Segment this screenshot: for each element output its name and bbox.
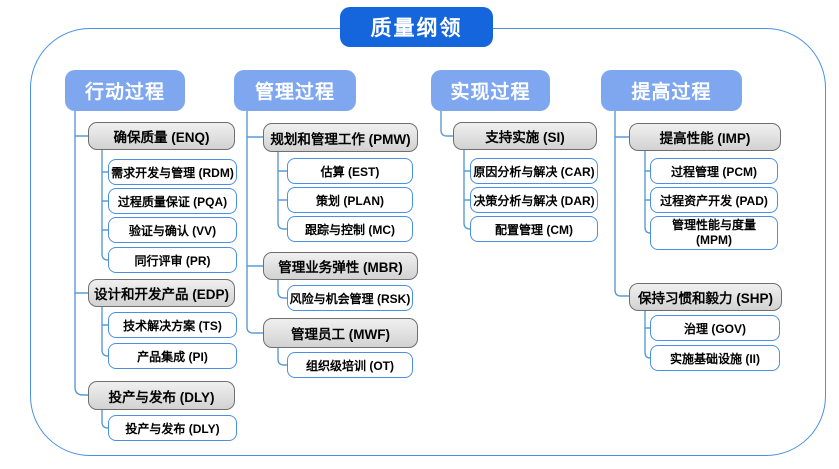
- process-box-gov: 治理 (GOV): [650, 315, 780, 341]
- column-header-action-process: 行动过程: [65, 70, 185, 111]
- group-box-edp: 设计和开发产品 (EDP): [88, 279, 235, 307]
- group-box-mwf: 管理员工 (MWF): [263, 318, 418, 348]
- group-box-enq: 确保质量 (ENQ): [88, 122, 235, 150]
- process-box-rsk: 风险与机会管理 (RSK): [287, 285, 413, 311]
- column-header-implementation-process: 实现过程: [431, 70, 550, 111]
- process-box-ts: 技术解决方案 (TS): [108, 312, 237, 338]
- group-box-si: 支持实施 (SI): [453, 122, 597, 150]
- group-box-shp: 保持习惯和毅力 (SHP): [629, 283, 782, 311]
- process-box-est: 估算 (EST): [287, 158, 413, 184]
- group-box-mbr: 管理业务弹性 (MBR): [263, 252, 418, 280]
- diagram-title: 质量纲领: [340, 7, 493, 47]
- group-box-imp: 提高性能 (IMP): [629, 123, 781, 151]
- process-box-ot: 组织级培训 (OT): [287, 352, 413, 378]
- process-box-dar: 决策分析与解决 (DAR): [470, 187, 598, 213]
- column-header-management-process: 管理过程: [234, 70, 356, 111]
- process-box-rdm: 需求开发与管理 (RDM): [108, 159, 237, 185]
- process-box-mpm: 管理性能与度量 (MPM): [650, 216, 778, 250]
- process-box-pi: 产品集成 (PI): [108, 343, 237, 369]
- group-box-pmw: 规划和管理工作 (PMW): [263, 123, 418, 152]
- process-box-mc: 跟踪与控制 (MC): [287, 216, 413, 242]
- process-box-pr: 同行评审 (PR): [108, 247, 237, 273]
- process-box-pad: 过程资产开发 (PAD): [650, 187, 778, 213]
- group-box-dly: 投产与发布 (DLY): [88, 381, 235, 410]
- process-box-vv: 验证与确认 (VV): [108, 217, 237, 243]
- process-box-pqa: 过程质量保证 (PQA): [108, 188, 237, 214]
- column-header-improvement-process: 提高过程: [601, 70, 742, 111]
- process-box-ii: 实施基础设施 (II): [650, 345, 780, 371]
- process-box-pcm: 过程管理 (PCM): [650, 158, 778, 184]
- process-box-plan: 策划 (PLAN): [287, 187, 413, 213]
- process-box-dly: 投产与发布 (DLY): [108, 415, 237, 441]
- process-box-cm: 配置管理 (CM): [470, 216, 598, 242]
- process-box-car: 原因分析与解决 (CAR): [470, 158, 598, 184]
